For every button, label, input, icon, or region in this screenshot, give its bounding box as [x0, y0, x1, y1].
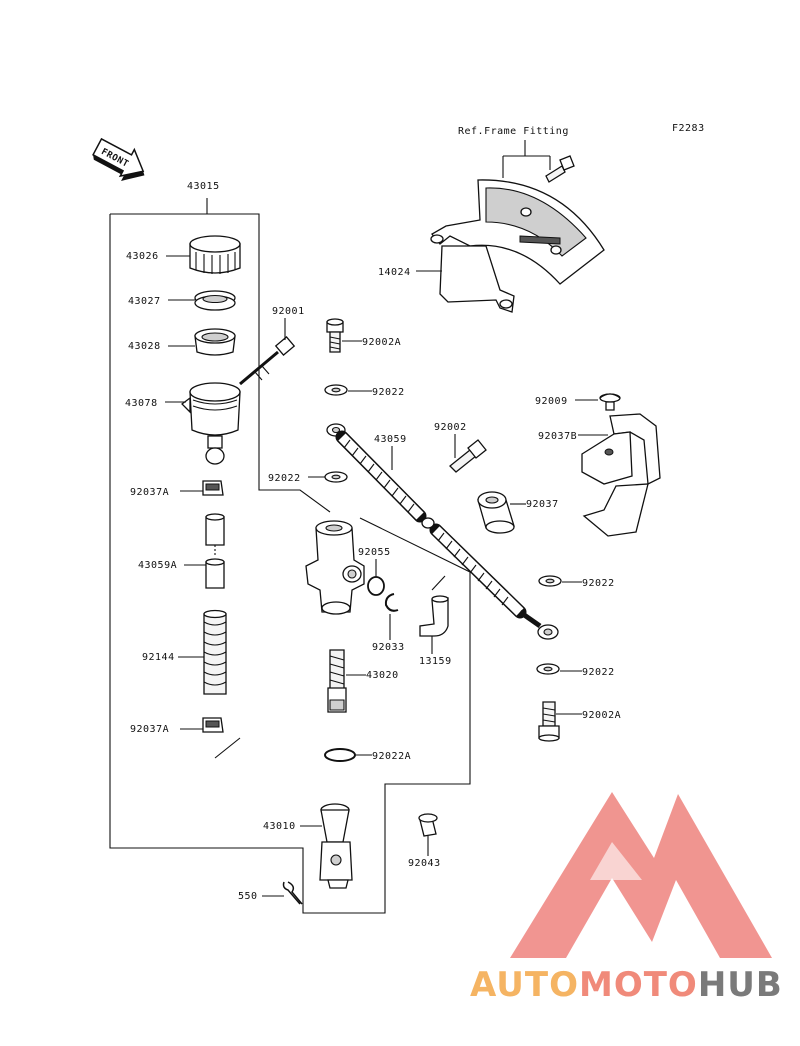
label-13159: 13159 — [419, 656, 452, 667]
washer-92022-b — [324, 471, 348, 483]
label-92022-d: 92022 — [582, 667, 615, 678]
label-92022-a: 92022 — [372, 387, 405, 398]
label-92009: 92009 — [535, 396, 568, 407]
label-43027: 43027 — [128, 296, 161, 307]
watermark-text: AUTOMOTOHUB — [470, 965, 783, 1005]
label-92055: 92055 — [358, 547, 391, 558]
figure-code: F2283 — [672, 123, 705, 134]
label-92043: 92043 — [408, 858, 441, 869]
watermark-moto: MOTO — [579, 965, 698, 1005]
washer-92022-d — [536, 663, 560, 675]
label-14024: 14024 — [378, 267, 411, 278]
label-92037A-top: 92037A — [130, 487, 169, 498]
washer-92022-a — [324, 384, 348, 396]
label-92002: 92002 — [434, 422, 467, 433]
piston-43020 — [327, 649, 347, 713]
cotter-pin-550 — [282, 881, 303, 905]
label-43078: 43078 — [125, 398, 158, 409]
reservoir-43078 — [181, 382, 241, 465]
label-92002A-bottom: 92002A — [582, 710, 621, 721]
assembly-bracket-43015 — [109, 198, 471, 914]
circlip-92022A — [324, 748, 356, 762]
label-92001: 92001 — [272, 306, 305, 317]
label-550: 550 — [238, 891, 258, 902]
o-ring-92055 — [367, 576, 385, 596]
label-92022A: 92022A — [372, 751, 411, 762]
spring-92144 — [203, 609, 227, 695]
push-rod-43010 — [319, 803, 353, 889]
hose-43059A — [205, 513, 225, 589]
front-arrow-icon: FRONT — [92, 137, 145, 182]
clamp-bracket-92037B — [581, 413, 661, 537]
label-43010: 43010 — [263, 821, 296, 832]
watermark-hub: HUB — [698, 965, 783, 1005]
washer-92022-c — [538, 575, 562, 587]
label-43026: 43026 — [126, 251, 159, 262]
label-92037A-bottom: 92037A — [130, 724, 169, 735]
label-43020: 43020 — [366, 670, 399, 681]
label-92144: 92144 — [142, 652, 175, 663]
label-92022-c: 92022 — [582, 578, 615, 589]
label-92033: 92033 — [372, 642, 405, 653]
ref-frame-fitting-note: Ref.Frame Fitting — [458, 126, 569, 137]
grommet-92037 — [477, 491, 515, 534]
clamp-92037A-bottom — [202, 717, 224, 733]
banjo-bolt-92002A-top — [326, 318, 344, 353]
bolt-92002 — [449, 439, 487, 473]
label-92037: 92037 — [526, 499, 559, 510]
watermark-auto: AUTO — [470, 965, 579, 1005]
screw-92001 — [239, 335, 296, 386]
label-43028: 43028 — [128, 341, 161, 352]
reservoir-cap-43026 — [189, 235, 241, 274]
master-cylinder-body — [305, 520, 365, 615]
banjo-bolt-92002A-bottom — [538, 701, 560, 742]
label-43059A: 43059A — [138, 560, 177, 571]
screw-92009 — [599, 393, 621, 411]
brake-hose-43059 — [326, 423, 559, 640]
label-92022-b: 92022 — [268, 473, 301, 484]
circlip-92033 — [384, 593, 399, 612]
label-43015: 43015 — [187, 181, 220, 192]
label-43059: 43059 — [374, 434, 407, 445]
label-92037B: 92037B — [538, 431, 577, 442]
elbow-fitting-13159 — [419, 575, 449, 637]
label-92002A-top: 92002A — [362, 337, 401, 348]
clamp-92037A-top — [202, 480, 224, 496]
pin-92043 — [418, 813, 438, 837]
guard-bolt — [545, 155, 575, 183]
diaphragm-plate-43028 — [194, 328, 236, 356]
caliper-guard-14024 — [430, 179, 605, 313]
automotohub-logo-icon — [510, 792, 772, 958]
diaphragm-43027 — [194, 290, 236, 311]
